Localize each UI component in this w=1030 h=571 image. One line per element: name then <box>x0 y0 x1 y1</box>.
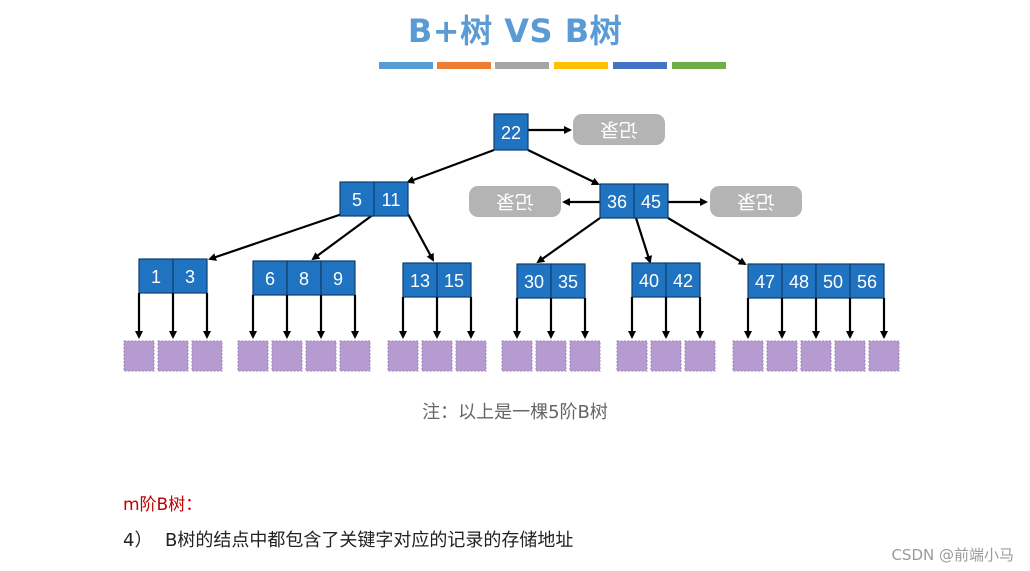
record-right: 记录 <box>710 186 802 217</box>
key-cell <box>172 258 208 294</box>
key-cell <box>599 183 635 219</box>
point-text: B树的结点中都包含了关键字对应的记录的存储地址 <box>165 530 574 551</box>
edge <box>407 213 434 262</box>
key-value: 30 <box>524 272 544 292</box>
data-page <box>387 340 419 372</box>
section-label: m阶B树： <box>123 495 203 515</box>
record-box <box>573 114 665 145</box>
data-page <box>271 340 303 372</box>
data-page <box>501 340 533 372</box>
key-value: 48 <box>789 272 809 292</box>
key-value: 36 <box>607 192 627 212</box>
color-swatch <box>437 62 491 69</box>
key-cell <box>550 263 586 299</box>
key-value: 8 <box>299 269 309 289</box>
data-page <box>339 340 371 372</box>
data-page <box>684 340 716 372</box>
data-page <box>455 340 487 372</box>
data-page <box>237 340 269 372</box>
record-box <box>710 186 802 217</box>
edge <box>311 213 375 261</box>
record-box <box>469 186 561 217</box>
key-value: 15 <box>444 271 464 291</box>
edge <box>667 217 747 266</box>
watermark: CSDN @前端小马 <box>891 546 1014 564</box>
data-page <box>616 340 648 372</box>
edge <box>406 148 495 184</box>
key-value: 5 <box>352 190 362 210</box>
data-page <box>157 340 189 372</box>
edge <box>527 149 600 185</box>
key-value: 11 <box>382 190 401 210</box>
key-value: 47 <box>755 272 775 292</box>
key-value: 40 <box>639 271 659 291</box>
data-page <box>800 340 832 372</box>
key-cell <box>665 262 701 298</box>
key-value: 42 <box>673 271 693 291</box>
record-left: 记录 <box>469 186 561 217</box>
data-page <box>868 340 900 372</box>
key-cell <box>373 181 409 217</box>
data-page <box>569 340 601 372</box>
data-page <box>650 340 682 372</box>
record-label: 记录 <box>737 191 775 213</box>
key-cell <box>138 258 174 294</box>
data-page <box>732 340 764 372</box>
key-cell <box>320 260 356 296</box>
color-swatch <box>495 62 549 69</box>
key-cell <box>493 113 529 151</box>
key-value: 22 <box>501 123 521 143</box>
record-label: 记录 <box>600 119 638 141</box>
key-value: 6 <box>265 269 275 289</box>
key-value: 50 <box>823 272 843 292</box>
page-title: B+树 VS B树 <box>407 12 623 50</box>
edge <box>208 212 343 261</box>
color-swatch <box>379 62 433 69</box>
color-swatch <box>554 62 608 69</box>
data-page <box>834 340 866 372</box>
edge <box>536 217 601 264</box>
data-page <box>191 340 223 372</box>
data-page <box>305 340 337 372</box>
key-cell <box>747 263 783 299</box>
key-cell <box>402 262 438 298</box>
key-value: 56 <box>857 272 877 292</box>
point-number: 4） <box>123 530 153 551</box>
key-value: 45 <box>641 192 661 212</box>
edge <box>634 217 652 264</box>
key-cell <box>286 260 322 296</box>
data-page <box>766 340 798 372</box>
key-value: 9 <box>333 269 343 289</box>
record-root: 记录 <box>573 114 665 145</box>
key-cell <box>436 262 472 298</box>
color-swatch <box>672 62 726 69</box>
color-swatch <box>613 62 667 69</box>
diagram-note: 注：以上是一棵5阶B树 <box>422 402 608 423</box>
key-value: 35 <box>558 272 578 292</box>
data-pages <box>123 293 900 372</box>
tree-edges <box>208 126 747 266</box>
key-value: 13 <box>410 271 430 291</box>
bullet-point: 4） B树的结点中都包含了关键字对应的记录的存储地址 <box>123 526 573 552</box>
key-value: 1 <box>151 267 161 287</box>
data-page <box>535 340 567 372</box>
key-cell <box>849 263 885 299</box>
key-cell <box>339 181 375 217</box>
data-page <box>123 340 155 372</box>
record-label: 记录 <box>496 191 534 213</box>
key-value: 3 <box>185 267 195 287</box>
data-page <box>421 340 453 372</box>
key-cell <box>633 183 669 219</box>
